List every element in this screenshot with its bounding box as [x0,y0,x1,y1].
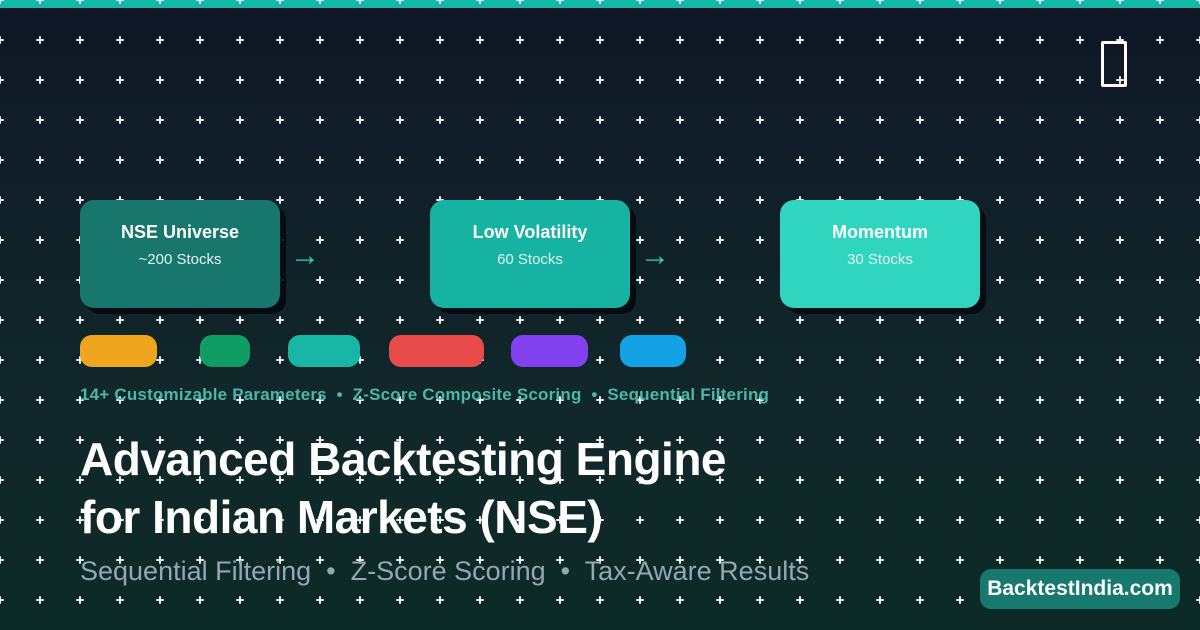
flow-step-subtitle: 30 Stocks [847,251,913,268]
color-swatch-blue [620,335,686,367]
color-swatch-red [389,335,484,367]
flow-step-subtitle: 60 Stocks [497,251,563,268]
page-title-line1: Advanced Backtesting Engine [80,433,727,485]
page-title: Advanced Backtesting Engine for Indian M… [80,430,727,546]
color-swatch-emerald [200,335,250,367]
flow-step-title: NSE Universe [120,222,240,242]
page-subtitle: Sequential Filtering • Z-Score Scoring •… [80,556,810,586]
flow-arrow-icon: → [640,239,670,272]
site-badge: BacktestIndia.com [980,569,1180,609]
flow-arrow-icon: → [290,239,320,272]
flow-step-subtitle: ~200 Stocks [138,251,222,268]
features-line: 14+ Customizable Parameters • Z-Score Co… [80,385,770,404]
color-swatch-teal [288,335,360,367]
flow-step-low-volatility: Low Volatility 60 Stocks [430,200,630,308]
flow-step-title: Low Volatility [472,222,588,242]
flow-step-title: Momentum [832,222,928,242]
color-swatch-amber [80,335,157,367]
page-title-line2: for Indian Markets (NSE) [80,491,603,543]
flow-step-momentum: Momentum 30 Stocks [780,200,980,308]
site-badge-label: BacktestIndia.com [987,577,1173,600]
missing-glyph-icon [1101,41,1127,87]
color-swatch-purple [511,335,588,367]
flow-step-nse-universe: NSE Universe ~200 Stocks [80,200,280,308]
